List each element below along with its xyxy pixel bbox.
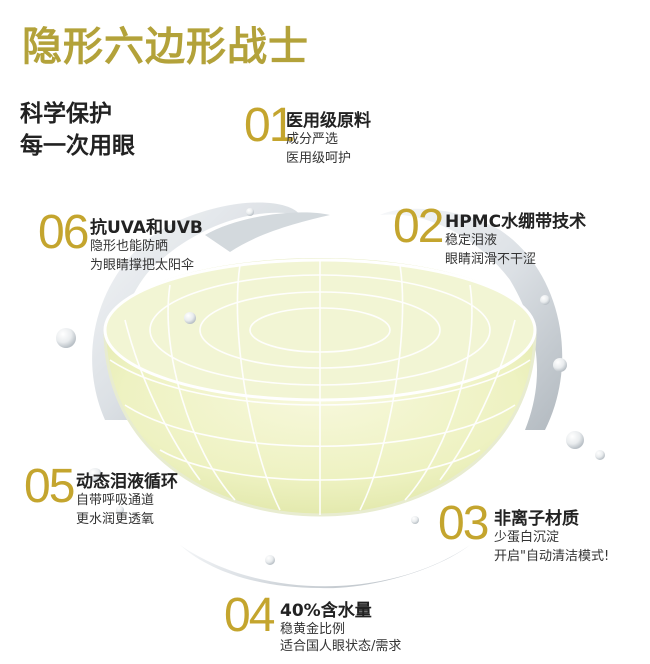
water-droplets <box>56 208 605 565</box>
feature-line: 适合国人眼状态/需求 <box>280 639 402 654</box>
feature-heading: 动态泪液循环 <box>76 472 178 492</box>
feature-line: 为眼睛撑把太阳伞 <box>90 258 195 273</box>
feature-heading: HPMC水绷带技术 <box>445 212 587 232</box>
feature-number: 03 <box>438 497 489 550</box>
feature-heading: 医用级原料 <box>286 111 371 131</box>
feature-heading: 抗UVA和UVB <box>90 218 203 238</box>
feature-line: 开启"自动清洁模式! <box>494 549 610 564</box>
contact-lens <box>103 258 537 517</box>
feature-number: 05 <box>24 460 75 513</box>
page-title: 隐形六边形战士 <box>22 24 309 70</box>
feature-heading: 40%含水量 <box>280 601 372 621</box>
feature-number: 04 <box>224 589 275 642</box>
feature-line: 少蛋白沉淀 <box>494 530 560 545</box>
feature-number: 02 <box>393 200 444 253</box>
water-splash <box>92 202 563 589</box>
subtitle-line-1: 科学保护 <box>20 101 112 127</box>
feature-line: 更水润更透氧 <box>76 512 155 527</box>
feature-line: 眼睛润滑不干涩 <box>445 252 537 267</box>
feature-line: 稳黄金比例 <box>280 622 346 637</box>
feature-heading: 非离子材质 <box>494 509 579 529</box>
feature-line: 自带呼吸通道 <box>76 493 155 508</box>
feature-line: 医用级呵护 <box>286 151 352 166</box>
feature-number: 01 <box>244 99 295 152</box>
feature-line: 成分严选 <box>286 132 339 147</box>
feature-line: 隐形也能防晒 <box>90 239 169 254</box>
subtitle-line-2: 每一次用眼 <box>20 133 135 159</box>
feature-line: 稳定泪液 <box>445 233 498 248</box>
feature-number: 06 <box>38 206 89 259</box>
